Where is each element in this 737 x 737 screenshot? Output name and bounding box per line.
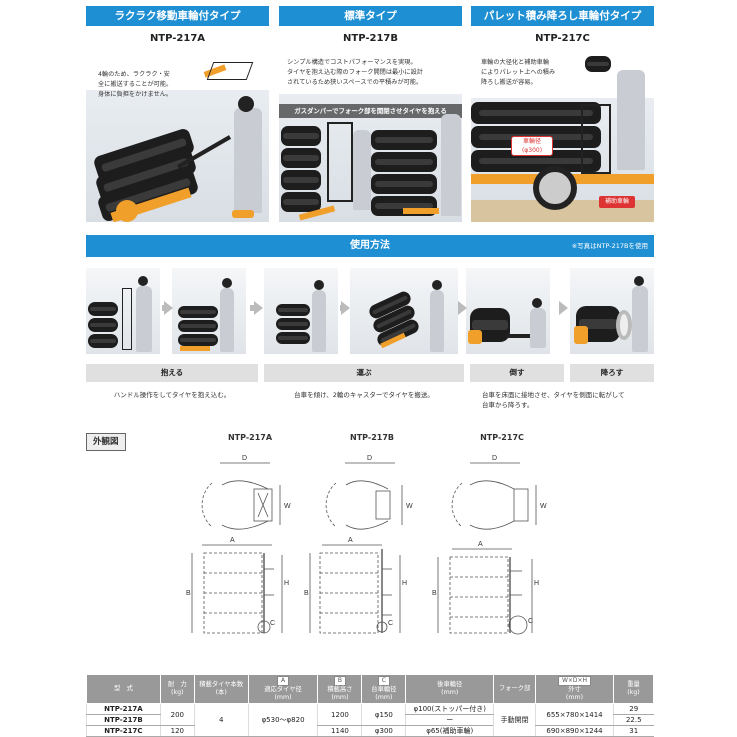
col-model: 型 式: [86, 674, 161, 704]
exterior-title: 外観図: [86, 433, 126, 451]
usage-note: ※写真はNTP-217Bを使用: [571, 242, 648, 250]
dim-w-b: W: [406, 503, 413, 510]
dim-w-a: W: [284, 503, 291, 510]
aux-wheel-callout: 補助車輪: [599, 196, 635, 208]
usage-photo-5: [466, 268, 550, 354]
step-arrow: [250, 305, 256, 311]
product-photo-217c: 車輪の大径化と補助車輪によりパレット上への積み降ろし搬送が容易。 車輪径(φ30…: [471, 50, 654, 222]
dim-h-b: H: [402, 580, 407, 587]
step-arrow-head: [254, 301, 263, 315]
model-label-217c: NTP-217C: [535, 33, 590, 44]
col-weight: 重量 (kg): [612, 674, 655, 704]
dim-d-c: D: [492, 455, 497, 462]
col-wheel: 台車輪径 (mm): [371, 686, 397, 701]
col-fork: フォーク部: [493, 674, 537, 704]
exterior-drawings: D D D W W W A A A B B B H H H C C C: [186, 455, 547, 635]
usage-header: 使用方法 ※写真はNTP-217Bを使用: [86, 235, 654, 257]
usage-title: 使用方法: [350, 240, 390, 251]
banner-217c: パレット積み降ろし車輪付タイプ: [471, 6, 654, 26]
table-row: NTP-217B ー 22.5: [86, 714, 654, 726]
model-label-217b: NTP-217B: [343, 33, 398, 44]
col-size: 外寸 (mm): [565, 686, 584, 701]
product-photo-217b: シンプル構造でコストパフォーマンスを実現。タイヤを抱え込む際のフォーク開閉は最小…: [279, 50, 462, 222]
dim-b-c: B: [432, 590, 437, 597]
step-tab-3: 倒す: [470, 364, 564, 382]
dim-b-a: B: [186, 590, 191, 597]
dim-a-b: A: [348, 537, 353, 544]
usage-photo-1: [86, 268, 160, 354]
dim-h-c: H: [534, 580, 539, 587]
large-wheel: [533, 166, 577, 210]
side-view-a: [191, 544, 283, 634]
dim-d-b: D: [367, 455, 372, 462]
wheel-diameter-callout: 車輪径(φ300): [511, 136, 553, 156]
dim-a-a: A: [230, 537, 235, 544]
model-label-217a: NTP-217A: [149, 33, 206, 44]
dim-b-b: B: [304, 590, 309, 597]
step-tab-2: 運ぶ: [264, 364, 464, 382]
plan-view-c: [451, 462, 537, 530]
step-arrow-head: [341, 301, 350, 315]
caption-217b: ガスダンパーでフォーク部を開閉させタイヤを抱える: [279, 104, 462, 118]
dim-c-b: C: [388, 620, 393, 627]
desc-217a: 4輪のため、ラクラク・安全に搬送することが可能。身体に負担をかけません。: [98, 71, 173, 98]
step-desc-2: 台車を傾け、2輪のキャスターでタイヤを搬送。: [294, 391, 434, 399]
desc-217c: 車輪の大径化と補助車輪によりパレット上への積み降ろし搬送が容易。: [481, 59, 556, 86]
step-tab-1: 抱える: [86, 364, 258, 382]
exterior-model-c: NTP-217C: [480, 433, 524, 442]
banner-217b: 標準タイプ: [279, 6, 462, 26]
table-row: NTP-217C 120 1140 φ300 φ65(補助車輪) 690×890…: [86, 725, 654, 737]
table-row: NTP-217A 200 4 φ530〜φ820 1200 φ150 φ100(…: [86, 703, 654, 737]
col-tires: 積載タイヤ本数 (本): [193, 674, 249, 704]
usage-photo-6: [570, 268, 654, 354]
plan-view-a: [201, 462, 281, 530]
step-arrow-head: [559, 301, 568, 315]
usage-photo-3: [264, 268, 338, 354]
step-tab-4: 降ろす: [570, 364, 654, 382]
step-arrow-head: [164, 301, 173, 315]
col-rear: 後車輪径 (mm): [405, 674, 495, 704]
usage-photo-4: [350, 268, 458, 354]
dim-h-a: H: [284, 580, 289, 587]
step-arrow-head: [458, 301, 467, 315]
step-desc-1: ハンドル操作をしてタイヤを抱え込む。: [113, 391, 231, 399]
banner-217a: ラクラク移動車輪付タイプ: [86, 6, 269, 26]
desc-217b: シンプル構造でコストパフォーマンスを実現。タイヤを抱え込む際のフォーク開閉は最小…: [287, 59, 423, 86]
dim-w-c: W: [540, 503, 547, 510]
plan-view-b: [325, 462, 403, 530]
side-view-b: [309, 544, 401, 634]
col-load: 耐 力 (kg): [159, 674, 195, 704]
dim-c-c: C: [528, 618, 533, 625]
side-view-c: [437, 548, 533, 635]
usage-photo-2: [172, 268, 246, 354]
product-photo-217a: 4輪のため、ラクラク・安全に搬送することが可能。身体に負担をかけません。: [86, 50, 269, 222]
col-dia: 適応タイヤ径 (mm): [264, 686, 302, 701]
dim-c-a: C: [270, 620, 275, 627]
col-height: 積載高さ (mm): [327, 686, 353, 701]
exterior-model-b: NTP-217B: [350, 433, 394, 442]
dim-a-c: A: [478, 541, 483, 548]
dim-d-a: D: [242, 455, 247, 462]
exterior-model-a: NTP-217A: [227, 433, 273, 442]
step-desc-3: 台車を床面に接地させ、タイヤを側面に転がして台車から降ろす。: [482, 391, 625, 409]
